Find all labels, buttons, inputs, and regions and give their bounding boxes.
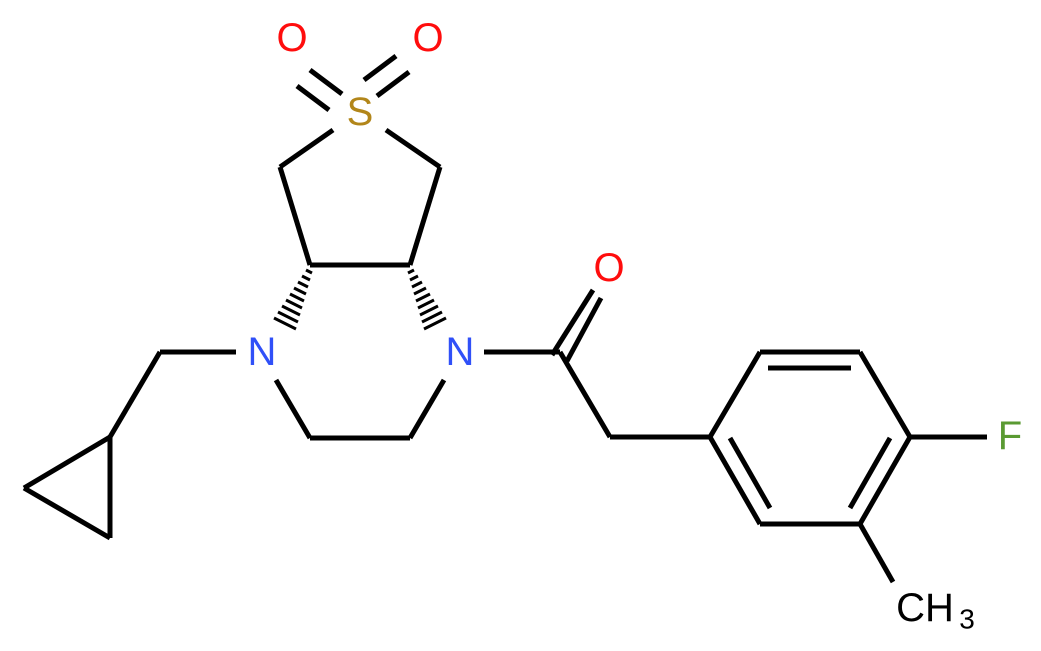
substituent-bonds: [857, 434, 987, 584]
methyl-subscript-label: 3: [959, 604, 975, 635]
sulfonyl-double-bonds: [295, 54, 411, 112]
sulfur-atom-label: S: [347, 90, 374, 134]
fluorine-atom-label: F: [998, 414, 1022, 458]
piperazine-ring: [273, 378, 447, 441]
carbonyl-oxygen-label: O: [593, 246, 624, 290]
oxygen-atom-label: O: [276, 16, 307, 60]
oxygen-atom-label: O: [412, 16, 443, 60]
cyclopropylmethyl-group: [22, 349, 236, 541]
acyl-chain: [484, 288, 710, 440]
hashed-wedge-bonds: [273, 268, 447, 331]
nitrogen-atom-label: N: [248, 330, 277, 374]
nitrogen-atom-label: N: [446, 330, 475, 374]
benzene-ring: [707, 349, 913, 527]
methyl-group-label: CH: [896, 586, 954, 630]
thiolane-ring: [277, 127, 443, 268]
